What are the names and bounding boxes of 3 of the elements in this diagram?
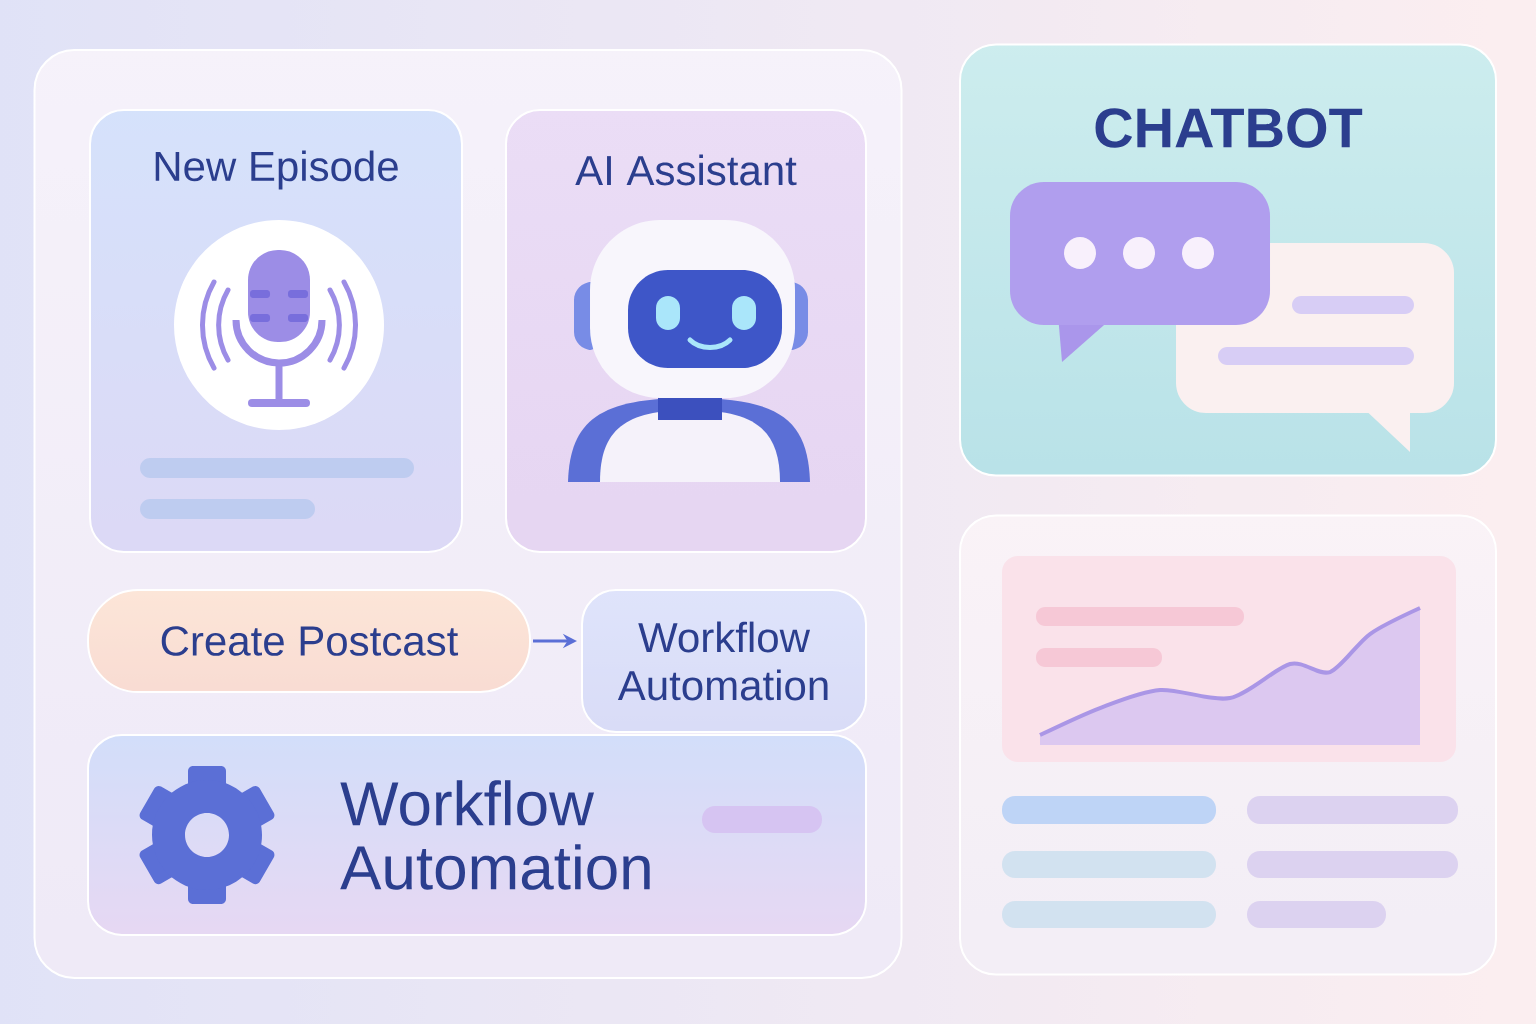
pill-button: Create Postcast [87,589,531,693]
card: Workflow Automation [87,734,867,936]
card: Workflow Automation [581,589,867,733]
